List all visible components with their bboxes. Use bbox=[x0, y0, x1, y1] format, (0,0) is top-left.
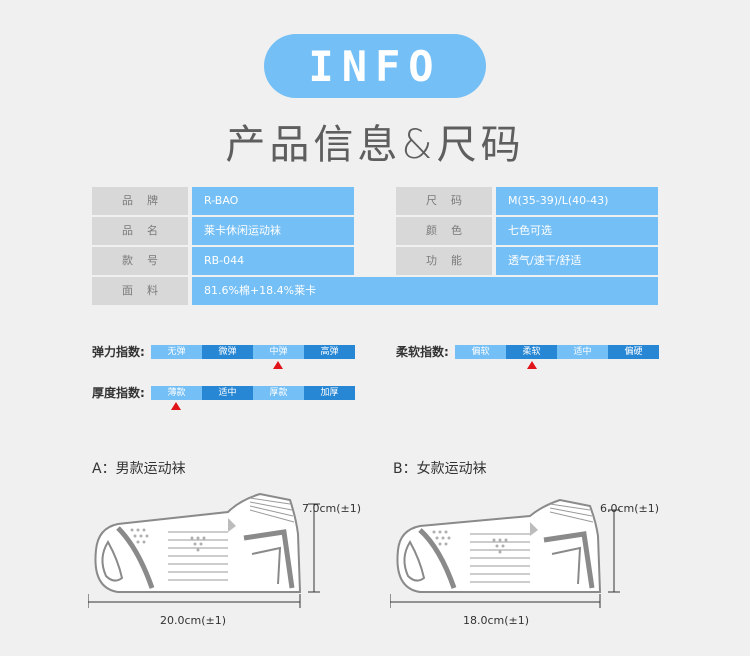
label-fabric: 面料 bbox=[92, 277, 188, 305]
elasticity-option-selected: 中弹 bbox=[253, 345, 304, 359]
thickness-label: 厚度指数: bbox=[92, 386, 145, 400]
women-sock-title: B：女款运动袜 bbox=[393, 461, 487, 477]
softness-marker-icon bbox=[527, 361, 537, 369]
label-model-number: 款号 bbox=[92, 247, 188, 275]
thickness-option: 加厚 bbox=[304, 386, 355, 400]
men-sock-height: 7.0cm(±1) bbox=[302, 502, 362, 515]
label-brand: 品牌 bbox=[92, 187, 188, 215]
label-size: 尺码 bbox=[396, 187, 492, 215]
value-product-name: 莱卡休闲运动袜 bbox=[192, 217, 354, 245]
value-fabric: 81.6%棉+18.4%莱卡 bbox=[192, 277, 658, 305]
info-badge-text: INFO bbox=[308, 41, 442, 91]
women-sock-length: 18.0cm(±1) bbox=[463, 614, 530, 627]
elasticity-option: 微弹 bbox=[202, 345, 253, 359]
value-brand: R-BAO bbox=[192, 187, 354, 215]
label-function: 功能 bbox=[396, 247, 492, 275]
thickness-option: 适中 bbox=[202, 386, 253, 400]
thickness-option: 厚款 bbox=[253, 386, 304, 400]
elasticity-label: 弹力指数: bbox=[92, 345, 145, 359]
women-sock-diagram-icon bbox=[390, 498, 620, 608]
info-badge: INFO bbox=[264, 34, 486, 98]
elasticity-option: 无弹 bbox=[151, 345, 202, 359]
thickness-marker-icon bbox=[171, 402, 181, 410]
women-sock-height: 6.0cm(±1) bbox=[600, 502, 660, 515]
label-color: 颜色 bbox=[396, 217, 492, 245]
value-function: 透气/速干/舒适 bbox=[496, 247, 658, 275]
men-sock-diagram-icon bbox=[88, 492, 320, 608]
softness-option: 偏软 bbox=[455, 345, 506, 359]
softness-option-selected: 柔软 bbox=[506, 345, 557, 359]
men-sock-title: A：男款运动袜 bbox=[92, 461, 186, 477]
men-sock-length: 20.0cm(±1) bbox=[160, 614, 227, 627]
value-size: M(35-39)/L(40-43) bbox=[496, 187, 658, 215]
elasticity-marker-icon bbox=[273, 361, 283, 369]
elasticity-option: 高弹 bbox=[304, 345, 355, 359]
section-title: 产品信息&尺码 bbox=[225, 122, 525, 168]
thickness-option-selected: 薄款 bbox=[151, 386, 202, 400]
softness-option: 适中 bbox=[557, 345, 608, 359]
label-product-name: 品名 bbox=[92, 217, 188, 245]
softness-label: 柔软指数: bbox=[396, 345, 449, 359]
softness-option: 偏硬 bbox=[608, 345, 659, 359]
value-color: 七色可选 bbox=[496, 217, 658, 245]
value-model-number: RB-044 bbox=[192, 247, 354, 275]
